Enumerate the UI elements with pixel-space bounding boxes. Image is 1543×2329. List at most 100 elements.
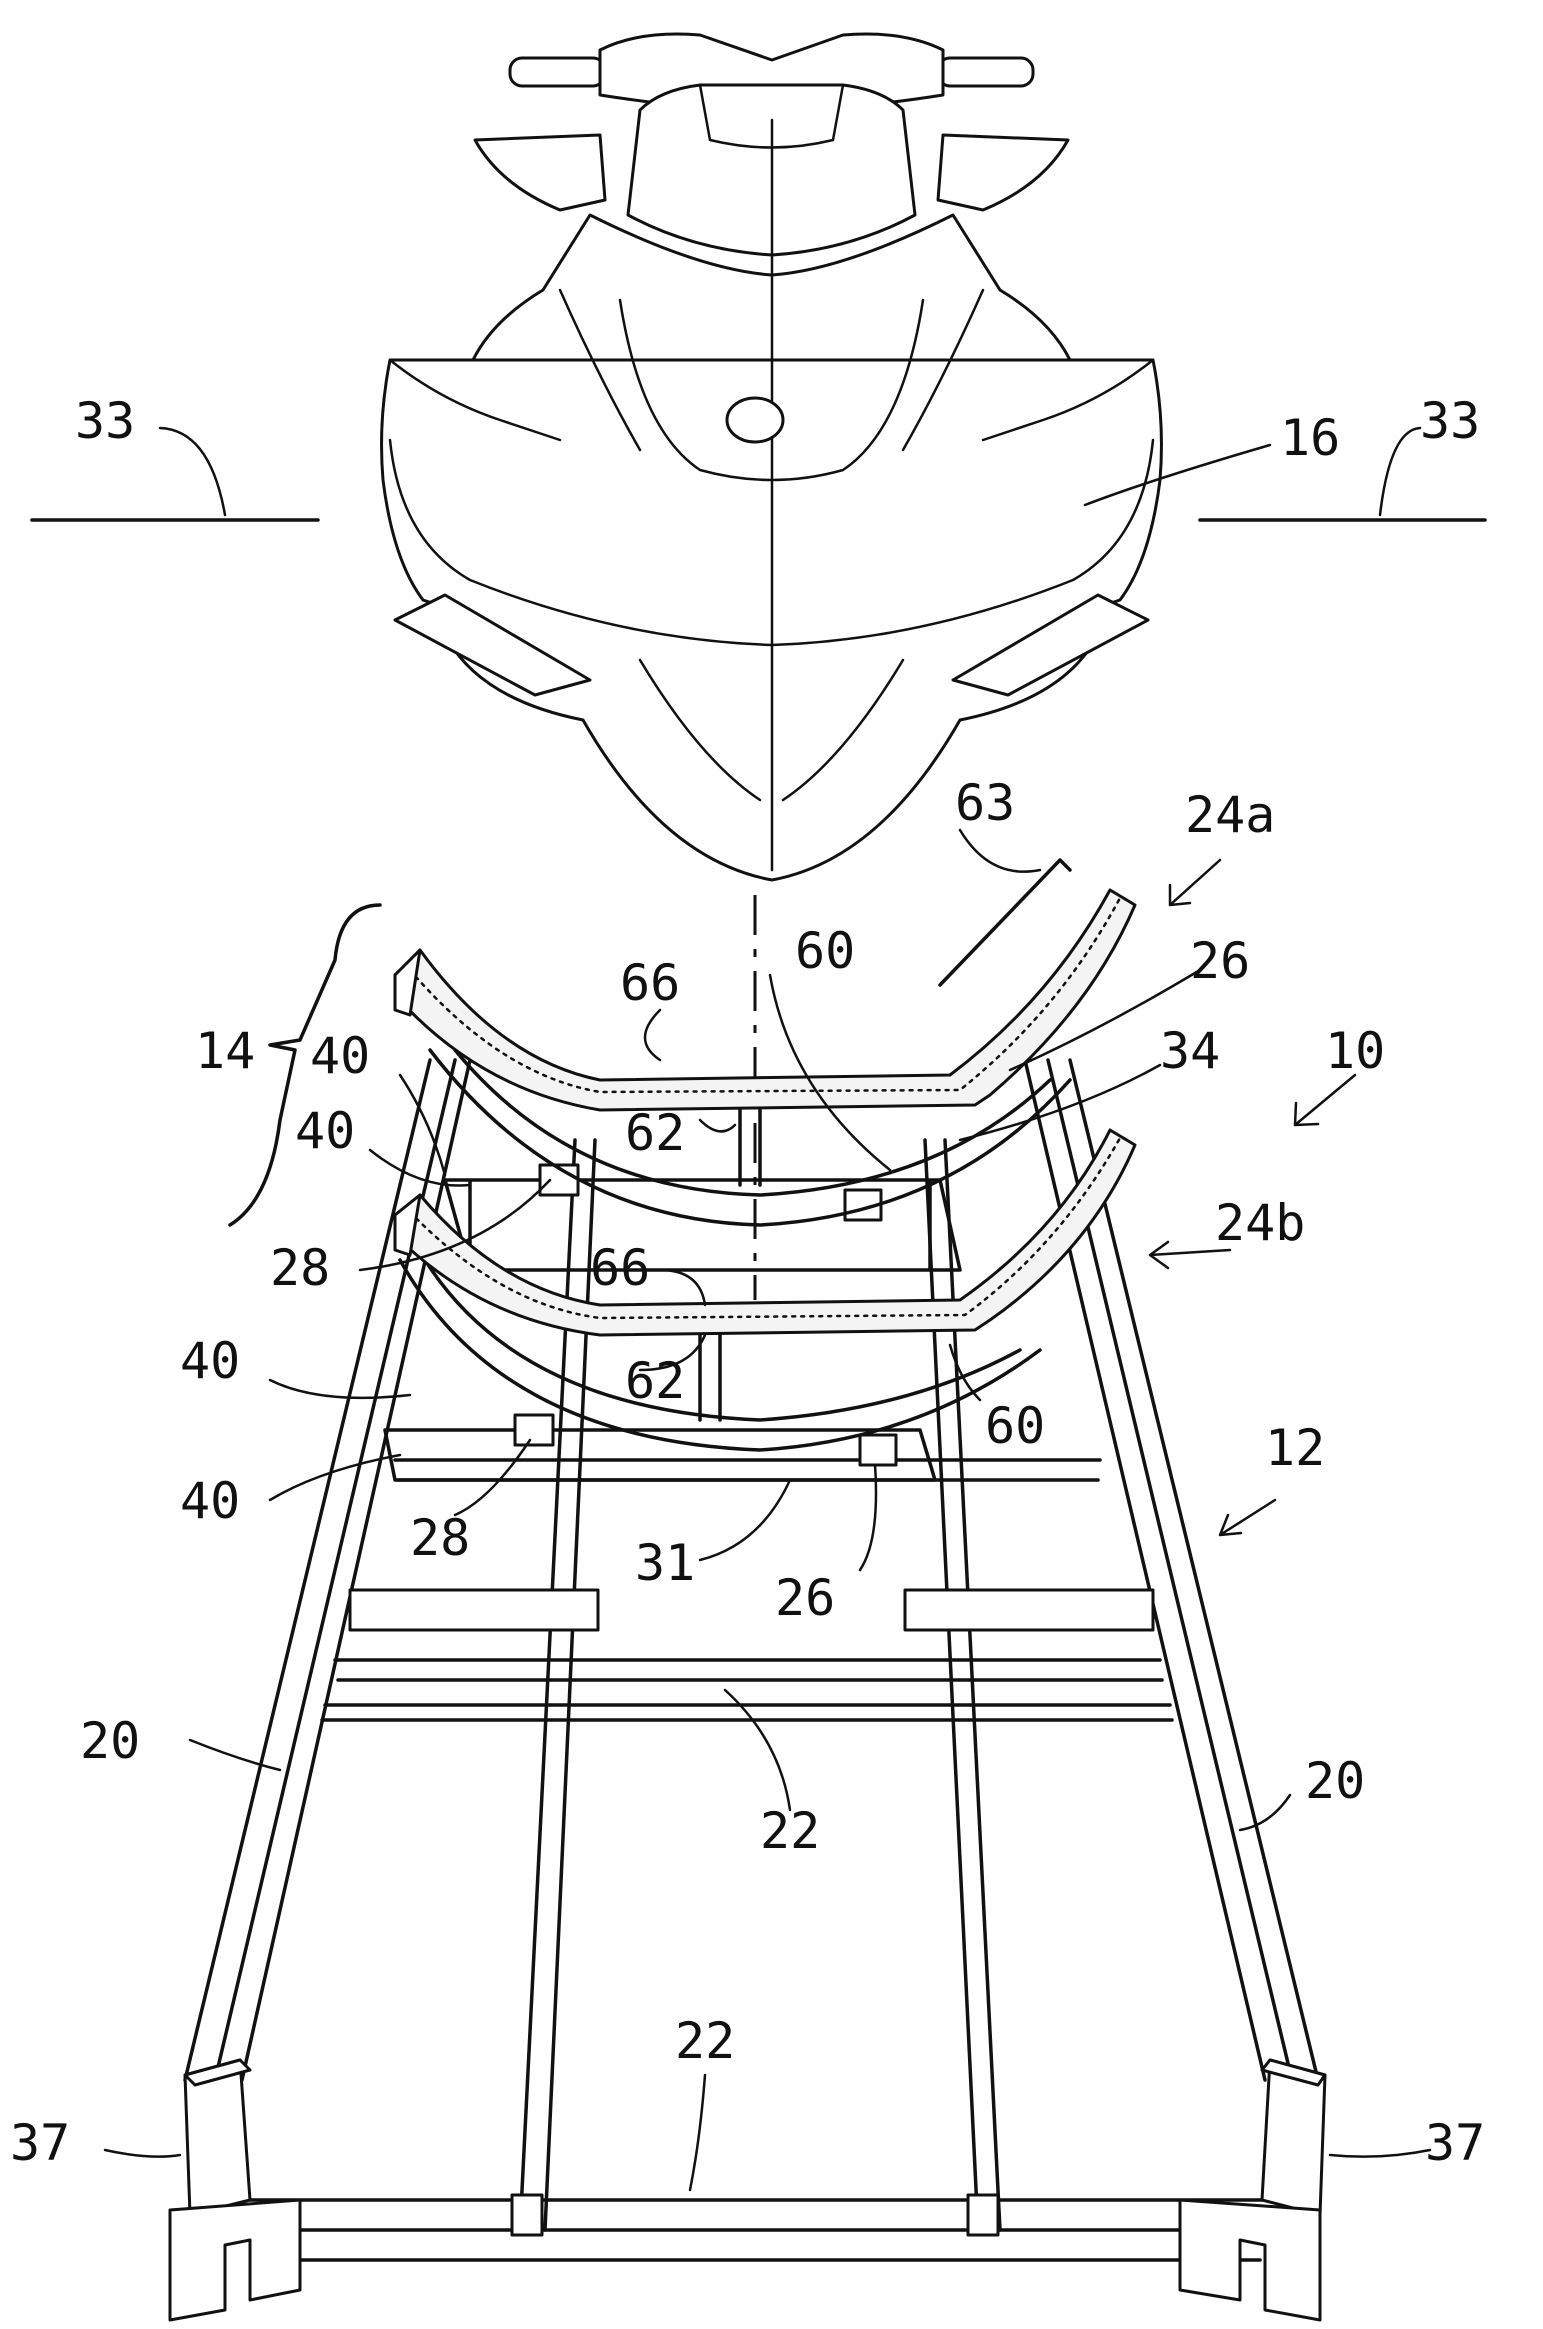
- label-28-bottom: 28: [410, 1509, 470, 1567]
- personal-watercraft: [380, 32, 1163, 882]
- clamp-26-lower: [858, 1433, 898, 1467]
- label-26-bottom: 26: [775, 1569, 835, 1627]
- bunk-66-upper: [393, 888, 1137, 1112]
- leader-37-right: [1328, 2148, 1432, 2158]
- cross-member-front: [248, 2198, 1272, 2232]
- deck-panel-right: [981, 358, 1155, 442]
- right-mirror-pod: [936, 133, 1070, 212]
- leader-63: [958, 828, 1042, 873]
- label-40-b: 40: [295, 1102, 355, 1160]
- label-34: 34: [1160, 1022, 1220, 1080]
- cross-member-upper-b: [320, 1703, 1174, 1722]
- label-33-right: 33: [1420, 392, 1480, 450]
- leader-22-upper: [723, 1688, 792, 1812]
- leader-33-left: [158, 426, 227, 517]
- leader-20-left: [188, 1738, 282, 1772]
- deck-panel-left: [388, 358, 562, 442]
- label-37-right: 37: [1425, 2114, 1485, 2172]
- leader-31: [698, 1478, 792, 1562]
- leader-34: [958, 1063, 1162, 1142]
- label-62-bottom: 62: [625, 1352, 685, 1410]
- leader-37-left: [103, 2148, 182, 2158]
- leader-26-bottom: [858, 1463, 878, 1572]
- deck-crease-left: [558, 288, 642, 452]
- bracket-63: [938, 858, 1072, 987]
- curved-arm-60-lower-inner: [423, 1258, 1022, 1422]
- cradle-24a: [393, 888, 1137, 1272]
- leader-60-top: [768, 973, 892, 1172]
- arrow-24a: [1168, 858, 1222, 907]
- label-33-left: 33: [75, 392, 135, 450]
- cross-member-upper-a: [333, 1658, 1164, 1682]
- inner-rail-foot-right: [966, 2193, 1000, 2237]
- label-24a: 24a: [1185, 786, 1275, 844]
- label-66-bottom: 66: [590, 1239, 650, 1297]
- leader-28-bottom: [453, 1438, 532, 1517]
- leader-60-bottom: [948, 1343, 982, 1402]
- leader-40-c: [268, 1378, 412, 1400]
- bunk-66-lower-foam: [408, 1136, 1122, 1320]
- deck-crease-right: [901, 288, 985, 452]
- leader-20-right: [1238, 1793, 1292, 1832]
- nose-line-right: [781, 658, 905, 802]
- label-63: 63: [955, 774, 1015, 832]
- bunk-66-lower: [393, 1128, 1137, 1337]
- label-40-c: 40: [180, 1332, 240, 1390]
- label-37-left: 37: [10, 2114, 70, 2172]
- label-66-top: 66: [620, 954, 680, 1012]
- leader-66-bottom: [658, 1268, 707, 1307]
- reference-numerals: 33 33 16 63 24a 66 60 26 14 40 34 10 62 …: [10, 392, 1485, 2172]
- label-14: 14: [195, 1022, 255, 1080]
- label-16: 16: [1280, 409, 1340, 467]
- leader-40-d: [268, 1453, 402, 1502]
- curved-arm-60-upper: [428, 1048, 1072, 1227]
- label-28-top: 28: [270, 1239, 330, 1297]
- arrow-10: [1293, 1073, 1357, 1127]
- cradle-24b-frame: [383, 1428, 937, 1482]
- leader-66-top: [643, 1008, 662, 1062]
- label-60-top: 60: [795, 922, 855, 980]
- leader-40-b: [368, 1148, 472, 1187]
- left-bumper: [393, 593, 592, 697]
- bunk-66-upper-foam: [408, 896, 1122, 1094]
- trailer-frame: [183, 1058, 1320, 2262]
- fuel-cap: [725, 396, 785, 444]
- label-22-upper: 22: [760, 1802, 820, 1860]
- curved-arm-60-lower: [398, 1258, 1042, 1452]
- leader-28-top: [358, 1178, 552, 1272]
- leader-40-a: [398, 1073, 447, 1177]
- corner-post-right: [1178, 2058, 1327, 2322]
- label-60-bottom: 60: [985, 1397, 1045, 1455]
- bunk-pad-right: [903, 1588, 1155, 1632]
- leader-62-bottom: [638, 1333, 707, 1372]
- label-40-a: 40: [310, 1027, 370, 1085]
- label-24b: 24b: [1215, 1194, 1305, 1252]
- label-62-top: 62: [625, 1104, 685, 1162]
- label-22-lower: 22: [675, 2012, 735, 2070]
- corner-post-left: [168, 2058, 302, 2322]
- bracket-14: [228, 903, 382, 1227]
- clamp-28-lower: [513, 1413, 555, 1447]
- inner-rail-foot-left: [510, 2193, 544, 2237]
- right-bumper: [951, 593, 1150, 697]
- label-20-left: 20: [80, 1712, 140, 1770]
- label-40-d: 40: [180, 1472, 240, 1530]
- arrow-24b: [1148, 1240, 1232, 1270]
- label-12: 12: [1265, 1419, 1325, 1477]
- left-handlebar-grip: [508, 56, 607, 88]
- leader-62-top: [698, 1118, 737, 1133]
- label-26-top: 26: [1190, 932, 1250, 990]
- leader-lines: [103, 426, 1432, 2192]
- bunk-end-left-upper: [393, 948, 422, 1017]
- nose-line-left: [638, 658, 762, 802]
- right-handlebar-grip: [936, 56, 1035, 88]
- cradle-24b: [383, 1128, 1137, 1482]
- leader-33-right: [1378, 426, 1422, 517]
- cradle-24a-frame: [443, 1178, 962, 1272]
- leader-16: [1083, 443, 1272, 507]
- leader-22-lower: [688, 2073, 707, 2192]
- label-10: 10: [1325, 1022, 1385, 1080]
- bunk-pad-left: [348, 1588, 600, 1632]
- label-20-right: 20: [1305, 1752, 1365, 1810]
